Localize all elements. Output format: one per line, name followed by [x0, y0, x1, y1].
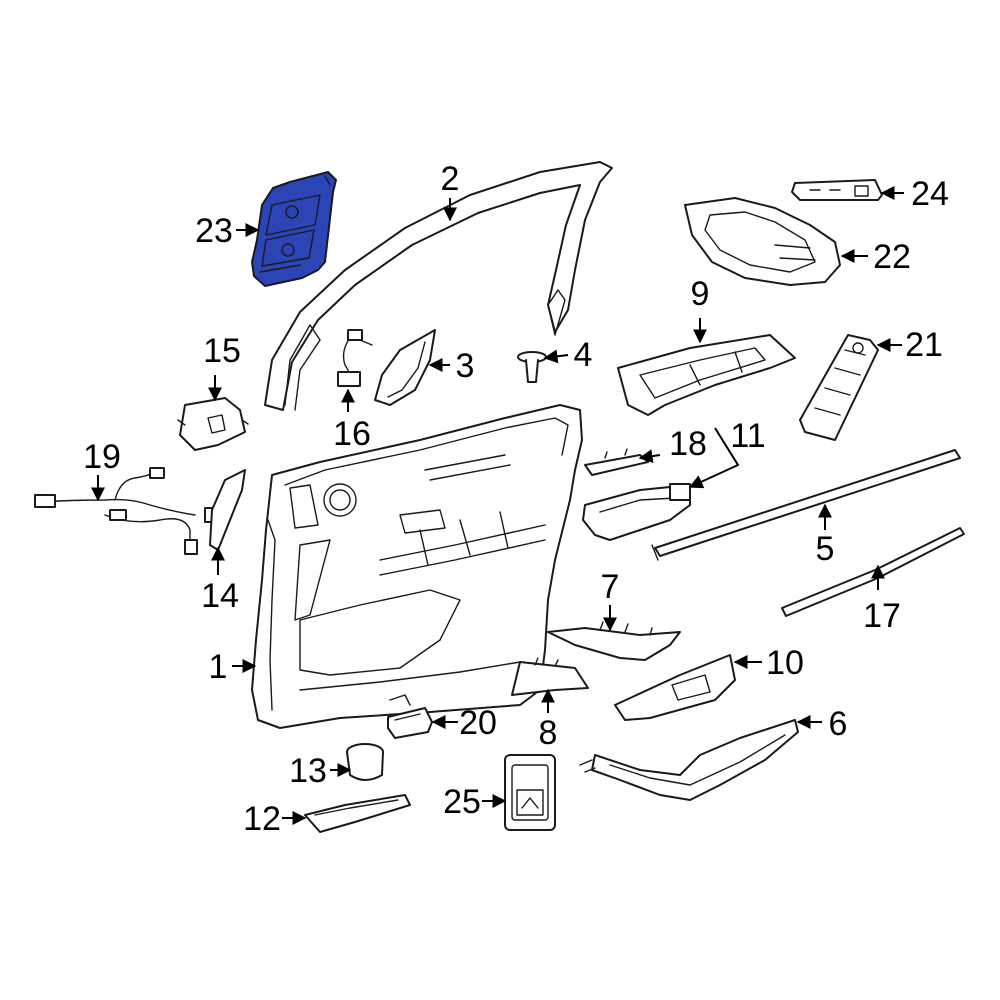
part-13-cup-holder[interactable]: [346, 743, 384, 781]
part-3-mirror-trim-cover[interactable]: [374, 329, 436, 406]
callout-24: 24: [911, 175, 949, 213]
part-8-trim-bracket[interactable]: [511, 657, 589, 696]
callout-15: 15: [203, 332, 241, 370]
callout-23: 23: [195, 212, 233, 250]
callout-16: 16: [333, 415, 371, 453]
callout-19: 19: [83, 438, 121, 476]
callout-2: 2: [441, 160, 460, 198]
callout-17: 17: [863, 597, 901, 635]
part-1-door-trim-panel[interactable]: [251, 404, 583, 729]
part-4-push-clip[interactable]: [517, 351, 547, 383]
part-5-belt-molding[interactable]: [651, 449, 961, 561]
part-23-highlighted-switch-panel[interactable]: [251, 171, 337, 287]
part-19-wiring-harness[interactable]: [34, 467, 216, 555]
callout-3: 3: [456, 347, 475, 385]
callout-7: 7: [601, 568, 620, 606]
callout-10: 10: [766, 644, 804, 682]
part-6-lower-armrest[interactable]: [579, 719, 799, 801]
callout-12: 12: [243, 800, 281, 838]
callout-11: 11: [730, 417, 765, 455]
callout-18: 18: [669, 425, 707, 463]
part-12-pocket-insert[interactable]: [304, 794, 411, 833]
part-11-door-handle-housing[interactable]: [582, 483, 691, 541]
callout-1: 1: [209, 648, 228, 686]
callout-8: 8: [539, 714, 558, 752]
callout-9: 9: [691, 275, 710, 313]
callout-14: 14: [201, 577, 239, 615]
callout-4: 4: [574, 336, 593, 374]
part-25-switch-module[interactable]: [504, 754, 556, 831]
callout-22: 22: [873, 238, 911, 276]
callout-13: 13: [289, 752, 327, 790]
part-2-window-frame-seal[interactable]: [264, 161, 613, 411]
callout-20: 20: [459, 704, 497, 742]
part-18-trim-clip[interactable]: [584, 448, 649, 476]
part-15-control-module[interactable]: [177, 397, 249, 451]
callout-25: 25: [443, 783, 481, 821]
part-24-switch-cover[interactable]: [791, 179, 883, 201]
callout-6: 6: [829, 705, 848, 743]
part-14-sail-trim[interactable]: [209, 469, 246, 551]
part-10-switch-bezel-trim[interactable]: [614, 654, 736, 721]
callout-5: 5: [816, 530, 835, 568]
part-9-armrest-cover[interactable]: [617, 334, 796, 416]
callout-21: 21: [905, 326, 943, 364]
part-20-switch-bezel[interactable]: [387, 707, 433, 739]
callout-labels: 1 2 3 4 5 6 7 8 9 10 11 12 13 14 15 16 1…: [83, 160, 949, 838]
part-22-seat-switch-bezel[interactable]: [684, 197, 841, 286]
part-7-pull-handle-bracket[interactable]: [547, 621, 681, 661]
part-16-wire-connector[interactable]: [337, 329, 373, 387]
leader-lines: [91, 186, 904, 825]
part-21-window-switch[interactable]: [799, 334, 879, 441]
